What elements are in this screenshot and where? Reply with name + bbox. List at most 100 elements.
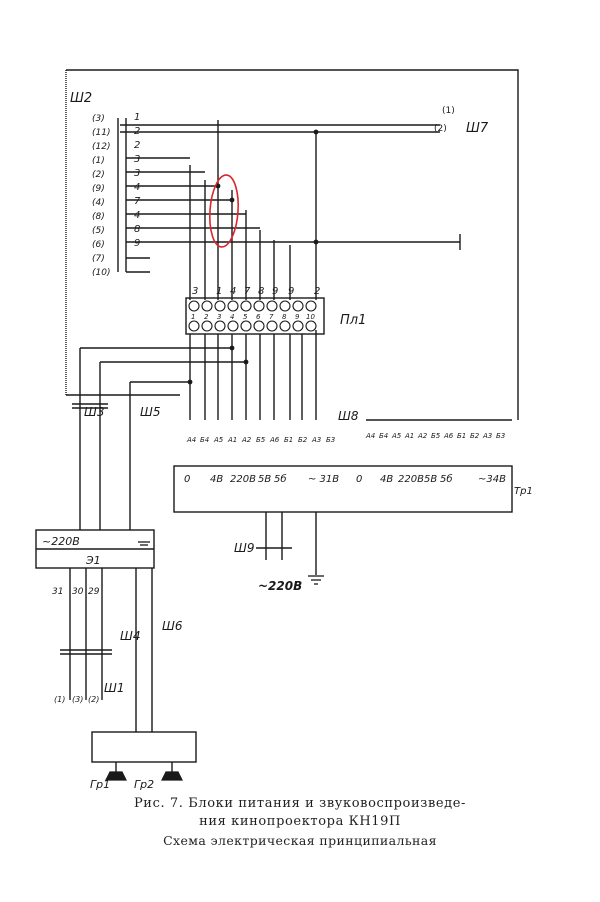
connector-sh6-label: Ш6 xyxy=(162,619,183,633)
speaker-2-label: Гр2 xyxy=(134,778,154,791)
tr-right-tap: ~34В xyxy=(478,474,506,485)
sh8-left-pin: А4 xyxy=(186,436,196,444)
pl1-terminal: 7 xyxy=(269,313,274,321)
pl1-terminal: 10 xyxy=(306,313,315,321)
sh2-pin: (12) xyxy=(92,142,110,152)
sh8-left-pin: Б5 xyxy=(256,436,266,444)
sh2-pin: (6) xyxy=(92,240,105,250)
sh2-wire: 3 xyxy=(134,154,140,165)
connector-sh7-label: Ш7 xyxy=(466,121,489,136)
pl1-terminal: 2 xyxy=(204,313,209,321)
sh2-wire: 2 xyxy=(134,140,140,151)
sh8-right-pin: Б3 xyxy=(496,432,505,440)
sh2-pin: (10) xyxy=(92,268,110,278)
pl1-top-label: 4 xyxy=(230,286,236,297)
pl1-terminal: 8 xyxy=(282,313,287,321)
sh2-wire: 9 xyxy=(134,238,140,249)
tr-right-tap: 4В xyxy=(380,474,393,485)
connector-sh8-label: Ш8 xyxy=(338,409,359,423)
tr-right-tap: 220В xyxy=(398,474,424,485)
connector-sh3-label: Ш3 xyxy=(84,405,104,419)
sh4-number: 31 xyxy=(52,587,63,597)
tr-right-tap: 5б xyxy=(440,473,453,485)
sh8-left-pin: А6 xyxy=(269,436,280,444)
pl1-top-label: 1 xyxy=(216,286,222,297)
tr-right-tap: 0 xyxy=(356,474,362,485)
sh8-left-pin: Б1 xyxy=(284,436,293,444)
block-e1-label: Э1 xyxy=(85,554,101,567)
connector-sh1-label: Ш1 xyxy=(104,681,124,695)
tr-left-tap: 5В xyxy=(258,474,271,485)
sh8-right-pin: А1 xyxy=(404,432,414,440)
pl1-terminal: 4 xyxy=(230,313,234,321)
pl1-terminal: 1 xyxy=(191,313,195,321)
figure-caption-line-3: Схема электрическая принципиальная xyxy=(163,833,437,848)
connector-sh9-label: Ш9 xyxy=(234,541,254,555)
sh2-wire: 3 xyxy=(134,168,140,179)
sh8-right-pin: А5 xyxy=(391,432,402,440)
sh8-left-pin: Б3 xyxy=(326,436,335,444)
sh2-pin: (4) xyxy=(92,198,105,208)
sh8-right-pin: А4 xyxy=(365,432,375,440)
sh8-right-pin: А6 xyxy=(443,432,454,440)
sh2-pin: (7) xyxy=(92,254,105,264)
sh8-left-pin: Б2 xyxy=(298,436,308,444)
sh8-left-pin: А3 xyxy=(311,436,321,444)
tr-right-tap: 5В xyxy=(424,474,437,485)
sh8-right-pin: Б1 xyxy=(457,432,466,440)
pl1-top-label: 9 xyxy=(272,286,278,297)
transformer-label: Тр1 xyxy=(514,486,533,497)
sh2-pin: (3) xyxy=(92,114,105,124)
pl1-terminal: 5 xyxy=(243,313,248,321)
sh8-right-pin: Б4 xyxy=(379,432,388,440)
tr-left-tap: ~ 31В xyxy=(308,474,339,485)
sh2-wire: 7 xyxy=(134,196,141,207)
pl1-terminal: 3 xyxy=(217,313,221,321)
tr-left-tap: 0 xyxy=(184,474,190,485)
sh1-pin: (2) xyxy=(88,695,99,704)
pl1-top-label: 3 xyxy=(192,286,198,297)
sh1-pin: (1) xyxy=(54,695,65,704)
sh8-right-pin: А3 xyxy=(482,432,492,440)
sh2-wire: 2 xyxy=(134,126,140,137)
connector-sh2-label: Ш2 xyxy=(70,91,92,106)
pl1-top-label: 2 xyxy=(314,286,320,297)
tr-left-tap: 5б xyxy=(274,473,287,485)
sh4-number: 30 xyxy=(72,587,84,597)
sh8-right-pin: Б2 xyxy=(470,432,480,440)
sh2-pin: (9) xyxy=(92,184,105,194)
figure-caption-line-1: Рис. 7. Блоки питания и звуковоспроизвед… xyxy=(133,796,467,811)
sh2-wire: 1 xyxy=(134,112,140,123)
pl1-terminal: 6 xyxy=(256,313,261,321)
sh1-pin: (3) xyxy=(72,695,83,704)
pl1-top-label: 9 xyxy=(288,286,294,297)
sh2-wire: 4 xyxy=(134,210,140,221)
sh2-pin: (2) xyxy=(92,170,105,180)
sh8-left-pin: Б4 xyxy=(200,436,209,444)
sh8-right-pin: Б5 xyxy=(431,432,441,440)
connector-sh5-label: Ш5 xyxy=(140,405,160,419)
highlight-circle xyxy=(209,174,239,248)
connector-sh4-label: Ш4 xyxy=(120,629,140,643)
sh8-left-pin: А1 xyxy=(227,436,237,444)
sh7-pin-1: (1) xyxy=(442,106,455,116)
sh8-left-pin: А5 xyxy=(213,436,224,444)
figure-caption-line-2: ния кинопроектора КН19П xyxy=(199,814,401,829)
tr-left-tap: 220В xyxy=(230,474,256,485)
pl1-top-label: 7 xyxy=(244,286,251,297)
sh2-pin: (1) xyxy=(92,156,105,166)
sh2-pin: (5) xyxy=(92,226,105,236)
terminal-strip-pl1-label: Пл1 xyxy=(340,313,366,328)
sh4-number: 29 xyxy=(88,587,100,597)
sh8-left-pin: А2 xyxy=(241,436,252,444)
block-e1-voltage: ~220В xyxy=(42,535,80,548)
sh2-pin: (11) xyxy=(92,128,110,138)
mains-voltage-label: ~220В xyxy=(258,579,302,593)
tr-left-tap: 4В xyxy=(210,474,223,485)
pl1-top-label: 8 xyxy=(258,286,264,297)
sh8-right-pin: А2 xyxy=(417,432,428,440)
sh2-pin: (8) xyxy=(92,212,105,222)
sh7-pin-2: (2) xyxy=(434,124,447,134)
sh2-wire: 8 xyxy=(134,224,140,235)
